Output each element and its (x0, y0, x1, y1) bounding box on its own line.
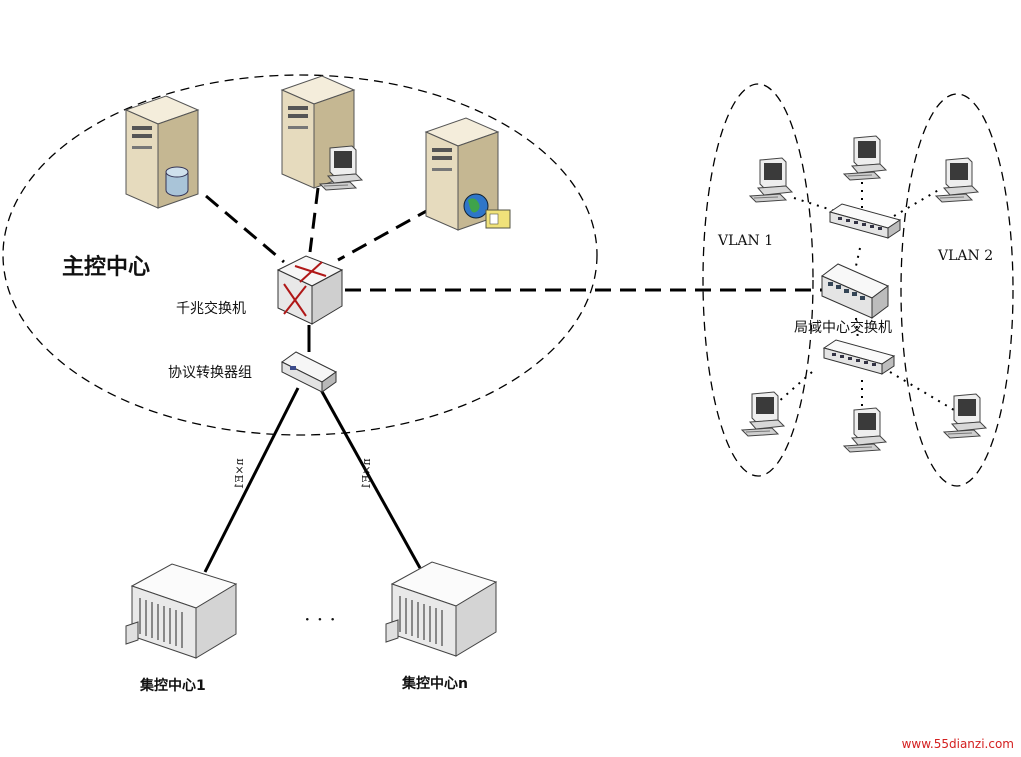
gigabit-switch-label: 千兆交换机 (176, 300, 246, 317)
hub-icon (281, 351, 337, 393)
vlan1-label: VLAN 1 (717, 233, 773, 249)
link-left-label: n×E1 (233, 458, 246, 489)
vlan1-boundary (702, 83, 814, 477)
web-server-icon (425, 117, 511, 231)
lan-center-switch-label: 局域中心交换机 (794, 319, 892, 336)
router-switch-icon (276, 255, 344, 325)
main-center-boundary (2, 74, 598, 436)
database-server-icon (125, 95, 199, 209)
server-links (205, 187, 822, 292)
protocol-converter-label: 协议转换器组 (168, 364, 252, 381)
lan-upper-switch (829, 203, 901, 239)
link-right-label: n×E1 (360, 458, 373, 489)
sub-center-1-label: 集控中心1 (139, 677, 206, 694)
main-center-label: 主控中心 (62, 254, 150, 280)
lan-lower-switch (823, 339, 895, 375)
sub-center-n-label: 集控中心n (401, 675, 468, 692)
watermark-text: www.55dianzi.com (902, 737, 1014, 751)
lan-center-switch-icon (821, 263, 889, 319)
workstation-server-icon (281, 75, 363, 191)
vlan2-label: VLAN 2 (937, 248, 993, 264)
ellipsis-label: · · · (304, 607, 336, 631)
solid-links (203, 325, 422, 573)
vlan2-boundary (900, 93, 1014, 487)
